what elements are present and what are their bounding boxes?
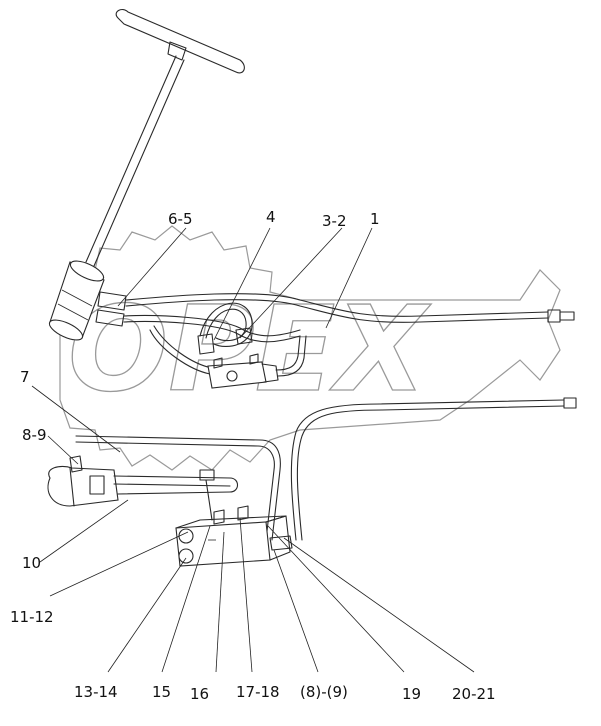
label-20-21: 20-21 bbox=[452, 685, 496, 703]
lift-cylinder bbox=[48, 260, 127, 341]
label-13-14: 13-14 bbox=[74, 683, 118, 701]
label-11-12: 11-12 bbox=[10, 608, 54, 626]
label-4: 4 bbox=[266, 208, 276, 226]
pump-assembly bbox=[47, 455, 239, 521]
label-16: 16 bbox=[190, 685, 209, 703]
label-17-18: 17-18 bbox=[236, 683, 280, 701]
leader-lines bbox=[31, 227, 475, 673]
label-10: 10 bbox=[22, 554, 41, 572]
label-8-9: 8-9 bbox=[22, 426, 47, 444]
upper-hoses bbox=[123, 293, 575, 375]
label-7: 7 bbox=[20, 368, 30, 386]
watermark-text: OPEX bbox=[68, 280, 431, 418]
watermark-logo: OPEX bbox=[59, 225, 561, 471]
watermark-gear-outline bbox=[59, 225, 561, 471]
label-15: 15 bbox=[152, 683, 171, 701]
hose-seven bbox=[75, 435, 281, 541]
label-6-5: 6-5 bbox=[168, 210, 193, 228]
label-19: 19 bbox=[402, 685, 421, 703]
label-3-2: 3-2 bbox=[322, 212, 347, 230]
small-valve-block bbox=[207, 335, 307, 389]
label-1: 1 bbox=[370, 210, 380, 228]
part-labels: 6-5 4 3-2 1 7 8-9 10 11-12 13-14 15 16 1… bbox=[10, 208, 496, 703]
long-hose-right bbox=[290, 397, 577, 541]
label-8-9-paren: (8)-(9) bbox=[300, 683, 348, 701]
lever-handle bbox=[85, 9, 245, 267]
